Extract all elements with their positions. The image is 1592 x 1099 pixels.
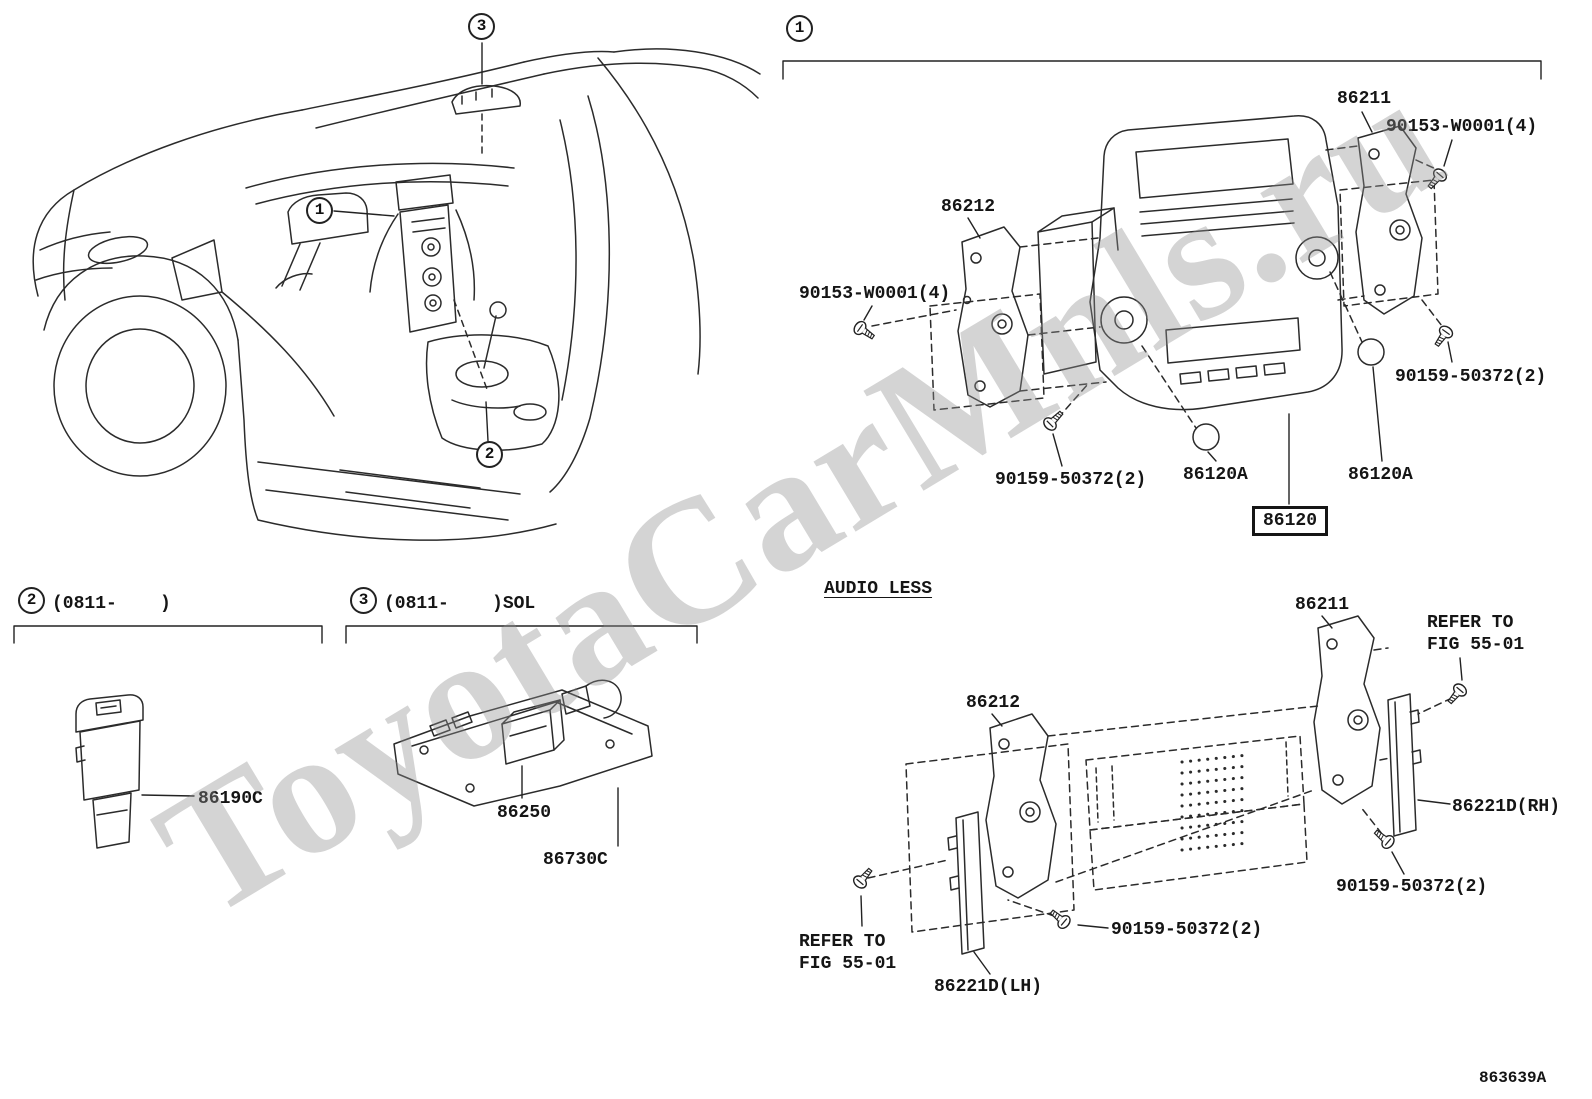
screw-icon (1430, 323, 1456, 350)
vehicle-cutaway-drawing (32, 48, 761, 541)
audioless-bracket-rh-label: 86211 (1295, 595, 1350, 615)
audio-knob-screws-lh-label: 90159-50372(2) (995, 470, 1147, 490)
audioless-assembly-drawing (867, 615, 1453, 955)
screw-icon (1443, 680, 1470, 708)
audio-screw-rh-label: 90153-W0001(4) (1386, 117, 1538, 137)
callout-3-vehicle: 3 (468, 13, 495, 40)
screw-icons (850, 165, 1470, 932)
inset-amp-range-label: (0811- )SOL (384, 594, 536, 614)
audio-bracket-lh-label: 86212 (941, 197, 996, 217)
audio-assembly-drawing (871, 115, 1443, 451)
screw-icon (1370, 825, 1398, 852)
audioless-cover-lh-label: 86221D(LH) (934, 977, 1043, 997)
audio-knob-screws-rh-label: 90159-50372(2) (1395, 367, 1547, 387)
callout-3-inset: 3 (350, 587, 377, 614)
amplifier-inset-drawing (393, 679, 653, 807)
screw-icon (1046, 905, 1074, 932)
audioless-bracket-lh-label: 86212 (966, 693, 1021, 713)
figure-code: 863639A (1479, 1069, 1547, 1087)
inset-switch-range-label: (0811- ) (52, 594, 171, 614)
callout-1-vehicle: 1 (306, 197, 333, 224)
leader-lines (13, 42, 1542, 975)
inset-amp-bracket-label: 86730C (543, 850, 608, 870)
audioless-screws-lh-label: 90159-50372(2) (1111, 920, 1263, 940)
screw-icon (1423, 165, 1450, 193)
audio-bracket-rh-label: 86211 (1337, 89, 1392, 109)
audioless-refer-rh-label: REFER TO FIG 55-01 (1427, 613, 1525, 655)
audioless-screws-rh-label: 90159-50372(2) (1336, 877, 1488, 897)
inset-amp-part-label: 86250 (497, 803, 552, 823)
callout-2-vehicle: 2 (476, 441, 503, 468)
audioless-cover-rh-label: 86221D(RH) (1452, 797, 1561, 817)
audioless-heading: AUDIO LESS (824, 579, 933, 599)
callout-1-assembly: 1 (786, 15, 813, 42)
audio-knob-cap-rh-label: 86120A (1348, 465, 1413, 485)
inset-switch-part-label: 86190C (198, 789, 263, 809)
audio-screw-lh-label: 90153-W0001(4) (799, 284, 951, 304)
switch-inset-drawing (75, 694, 144, 849)
audio-receiver-assy-label: 86120 (1252, 506, 1329, 536)
screw-icon (851, 318, 878, 344)
callout-2-inset: 2 (18, 587, 45, 614)
audio-knob-cap-lh-label: 86120A (1183, 465, 1248, 485)
audioless-refer-lh-label: REFER TO FIG 55-01 (799, 932, 897, 974)
screw-icon (1040, 407, 1067, 434)
